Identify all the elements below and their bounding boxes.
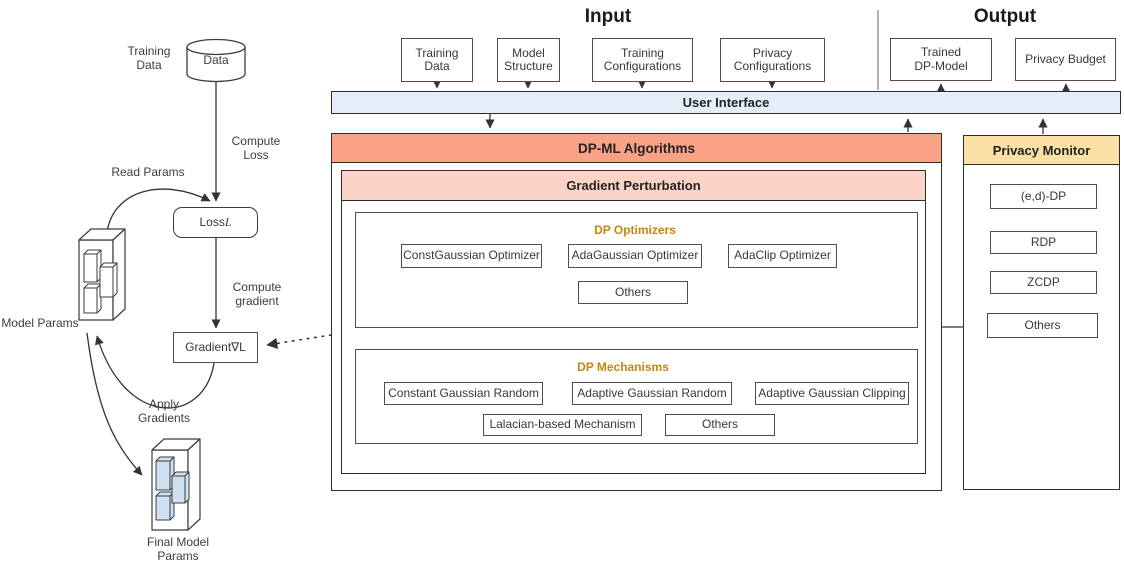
output-box-privacy-budget: Privacy Budget — [1015, 38, 1116, 81]
loss-variable: L — [224, 214, 232, 229]
monitor-zcdp: ZCDP — [990, 271, 1097, 294]
optimizer-constgaussian: ConstGaussian Optimizer — [401, 244, 542, 268]
dp-optimizers-frame — [355, 212, 918, 328]
privacy-monitor-title: Privacy Monitor — [992, 142, 1091, 158]
dp-optimizers-title: DP Optimizers — [594, 223, 676, 237]
mechanism-adaptive-gaussian-random: Adaptive Gaussian Random — [572, 382, 732, 405]
output-title: Output — [973, 6, 1037, 27]
input-box-training-configurations: Training Configurations — [592, 38, 693, 82]
arrow-params-to-final-curve — [86, 332, 143, 476]
optimizer-adaclip: AdaClip Optimizer — [728, 244, 837, 268]
input-box-training-data: Training Data — [401, 38, 473, 82]
final-model-params-label: Final Model Params — [146, 535, 210, 563]
gradient-perturbation-header: Gradient Perturbation — [342, 171, 925, 201]
model-params-cube-icon — [78, 228, 126, 321]
arrow-read-params-curve — [106, 188, 211, 234]
training-data-label: Training Data — [127, 44, 171, 72]
monitor-ed-dp: (e,d)-DP — [990, 184, 1097, 209]
compute-gradient-label: Compute gradient — [232, 280, 282, 308]
apply-gradients-label: Apply Gradients — [137, 397, 191, 425]
model-params-label: Model Params — [1, 316, 79, 330]
monitor-others: Others — [987, 313, 1098, 338]
gradient-perturbation-title: Gradient Perturbation — [566, 178, 701, 193]
input-title: Input — [584, 6, 632, 27]
output-box-trained-dp-model: Trained DP-Model — [890, 38, 992, 81]
database-cylinder-icon — [186, 38, 246, 83]
mechanism-adaptive-gaussian-clipping: Adaptive Gaussian Clipping — [755, 382, 909, 405]
user-interface-label: User Interface — [682, 95, 770, 110]
optimizer-others: Others — [578, 281, 688, 304]
monitor-rdp: RDP — [990, 231, 1097, 254]
arrow-apply-gradients-curve — [95, 335, 215, 409]
optimizer-adagaussian: AdaGaussian Optimizer — [568, 244, 702, 268]
loss-node-text: Loss — [199, 214, 225, 229]
mechanism-others: Others — [665, 414, 775, 436]
gradient-node: Gradient ∇L — [173, 332, 258, 363]
gradient-node-text: Gradient — [185, 339, 232, 354]
mechanism-lalacian-based: Lalacian-based Mechanism — [483, 414, 642, 436]
read-params-label: Read Params — [111, 165, 185, 179]
dpml-algorithms-title: DP-ML Algorithms — [578, 140, 695, 156]
dpml-algorithms-header: DP-ML Algorithms — [332, 134, 941, 163]
user-interface-bar: User Interface — [331, 91, 1121, 114]
final-model-params-cube-icon — [151, 438, 201, 531]
loss-node: Loss L — [173, 207, 258, 238]
gradient-variable: ∇L — [231, 339, 246, 354]
mechanism-constant-gaussian: Constant Gaussian Random — [384, 382, 543, 405]
privacy-monitor-header: Privacy Monitor — [964, 136, 1119, 165]
input-box-privacy-configurations: Privacy Configurations — [720, 38, 825, 82]
input-box-model-structure: Model Structure — [497, 38, 560, 82]
dp-mechanisms-title: DP Mechanisms — [577, 360, 669, 374]
dotted-arrow-dpml-to-gradient — [266, 334, 332, 349]
compute-loss-label: Compute Loss — [231, 134, 281, 162]
data-store-label: Data — [203, 53, 229, 67]
